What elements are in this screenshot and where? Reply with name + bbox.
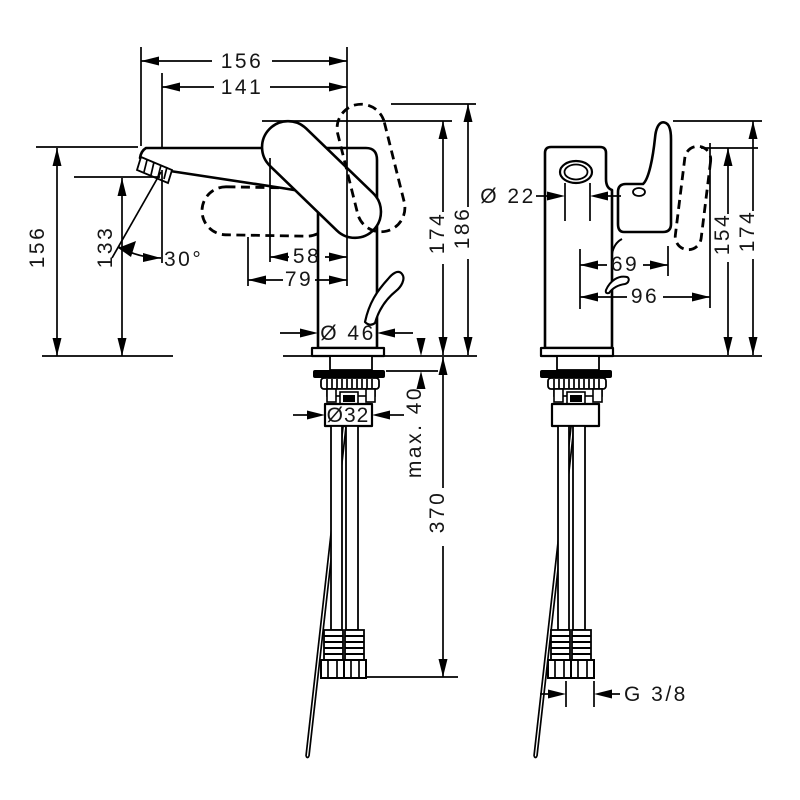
hoses-right (547, 425, 595, 679)
dim-label: 156 (221, 50, 264, 73)
dim-label: G 3/8 (624, 683, 688, 706)
dim-max-mounting-thickness: max. 40 (386, 338, 438, 478)
dim-spray-angle: 30° (111, 170, 203, 271)
dim-label: 174 (426, 212, 449, 255)
popup-lever-side (363, 270, 405, 326)
mounting-set-left (313, 355, 385, 405)
dim-label: 69 (611, 253, 639, 276)
dim-shank-diameter: Ø32 (293, 404, 404, 427)
dim-label: 141 (221, 76, 264, 99)
hoses-left (320, 425, 367, 679)
handle-front (616, 121, 673, 234)
dim-label: 154 (711, 213, 734, 256)
dim-top-width-inner: 141 (161, 73, 347, 147)
dim-center-to-handle-outer: 96 (580, 143, 711, 308)
dimension-layer: 156 141 156 133 (26, 47, 762, 707)
dim-label: max. 40 (403, 386, 426, 478)
dim-label: Ø 46 (320, 322, 376, 345)
dim-height-to-handle-left: 174 (262, 120, 452, 355)
left-view (135, 102, 407, 759)
dim-label: 174 (736, 210, 759, 253)
dim-label: 58 (293, 245, 321, 268)
handle-dot (632, 187, 646, 197)
dim-body-diameter: Ø 46 (280, 322, 413, 345)
dim-label: Ø 22 (480, 185, 536, 208)
right-view (533, 121, 713, 759)
aerator-front (558, 159, 594, 185)
popup-lever-front (604, 275, 630, 295)
dim-height-to-handle-right: 174 (673, 120, 762, 355)
dim-aerator-diameter: Ø 22 (480, 183, 621, 221)
dim-label: 370 (426, 491, 449, 534)
dim-handle-reach-inner: 58 (269, 158, 347, 268)
mounting-set-right (540, 355, 612, 405)
dim-label: 186 (451, 207, 474, 250)
dim-height-to-handle-max: 186 (391, 103, 476, 355)
dim-label: Ø32 (327, 404, 370, 427)
dim-label: 79 (285, 268, 313, 291)
handle-dashed-front (673, 144, 713, 252)
dim-label: 133 (94, 226, 117, 269)
dim-handle-reach-outer: 79 (247, 237, 347, 291)
dim-label: 156 (26, 226, 49, 269)
handle-mount-bridge (611, 238, 623, 255)
aerator-side (135, 155, 174, 185)
dim-height-inner: 133 (74, 176, 160, 356)
base-plate-left (310, 346, 386, 358)
shank-box-right (550, 402, 601, 428)
dim-height-outer: 156 (26, 146, 138, 356)
base-plate-right (539, 346, 615, 358)
dim-center-to-handle-inner: 69 (579, 246, 669, 309)
dim-height-to-handle-low: 154 (701, 147, 758, 355)
handle-dashed-high-position (335, 102, 407, 234)
angle-label: 30° (164, 248, 203, 271)
dim-connection-thread: G 3/8 (540, 681, 688, 707)
dim-label: 96 (631, 285, 659, 308)
dim-hose-length: 370 (366, 357, 458, 678)
